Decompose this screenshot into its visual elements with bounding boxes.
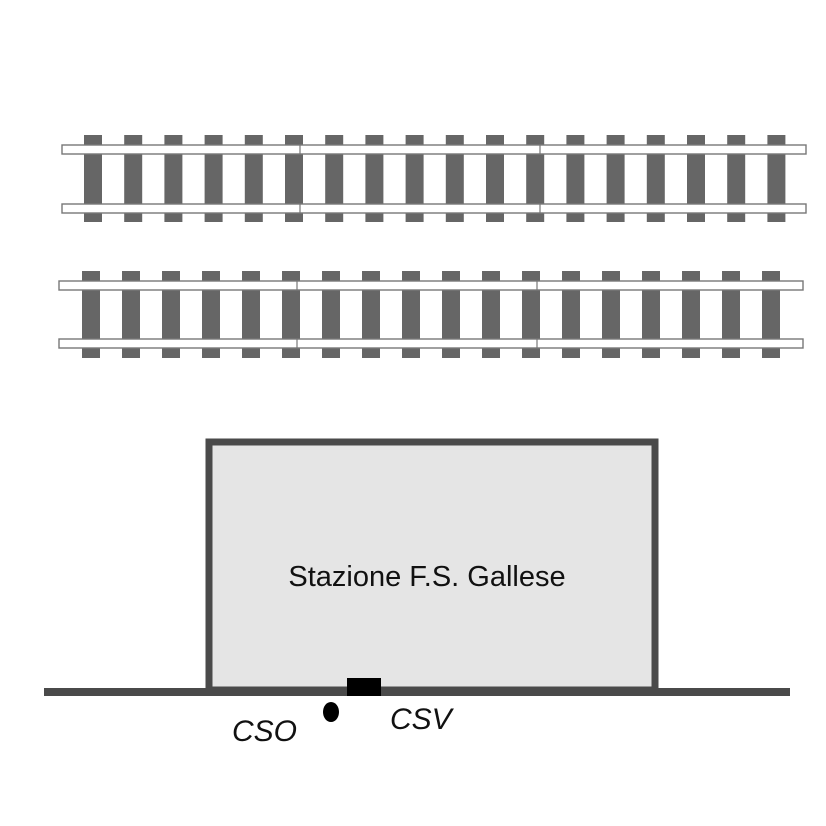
track-sleeper bbox=[282, 271, 300, 358]
track-sleeper bbox=[362, 271, 380, 358]
track-sleeper bbox=[767, 135, 786, 222]
track-sleeper bbox=[162, 271, 180, 358]
track-sleeper bbox=[566, 135, 585, 222]
track-sleeper bbox=[322, 271, 340, 358]
track-sleeper bbox=[122, 271, 140, 358]
track-sleeper bbox=[405, 135, 424, 222]
track-sleeper bbox=[486, 135, 504, 222]
track-sleeper bbox=[762, 271, 780, 358]
track-sleeper bbox=[244, 135, 263, 222]
track-sleeper bbox=[365, 135, 384, 222]
track-sleeper bbox=[82, 271, 100, 358]
track-sleeper bbox=[442, 271, 460, 358]
track-sleeper bbox=[204, 135, 223, 222]
railway-track-upper bbox=[61, 135, 807, 222]
station-label: Stazione F.S. Gallese bbox=[288, 561, 565, 593]
track-sleeper bbox=[124, 135, 143, 222]
station-building bbox=[205, 438, 659, 694]
track-sleeper bbox=[242, 271, 260, 358]
csv-sensor-marker bbox=[347, 678, 381, 696]
track-sleeper bbox=[522, 271, 540, 358]
cso-label: CSO bbox=[232, 715, 297, 748]
track-sleeper bbox=[687, 135, 705, 222]
track-rail bbox=[58, 280, 804, 291]
track-rail bbox=[58, 338, 804, 349]
track-sleeper bbox=[202, 271, 220, 358]
track-sleeper bbox=[727, 135, 746, 222]
track-sleeper bbox=[682, 271, 700, 358]
track-sleeper bbox=[445, 135, 464, 222]
track-sleeper bbox=[646, 135, 665, 222]
cso-sensor-marker bbox=[323, 702, 339, 722]
track-sleeper bbox=[325, 135, 344, 222]
track-sleeper bbox=[562, 271, 580, 358]
csv-label: CSV bbox=[390, 703, 455, 736]
track-sleeper bbox=[84, 135, 102, 222]
track-sleeper bbox=[285, 135, 303, 222]
track-sleeper bbox=[606, 135, 625, 222]
railway-track-lower bbox=[58, 271, 804, 358]
track-rail bbox=[61, 203, 807, 214]
track-sleeper bbox=[642, 271, 660, 358]
track-sleeper bbox=[482, 271, 500, 358]
track-sleeper bbox=[722, 271, 740, 358]
track-sleeper bbox=[402, 271, 420, 358]
track-sleeper bbox=[526, 135, 545, 222]
track-sleeper bbox=[164, 135, 183, 222]
track-rail bbox=[61, 144, 807, 155]
track-sleeper bbox=[602, 271, 620, 358]
